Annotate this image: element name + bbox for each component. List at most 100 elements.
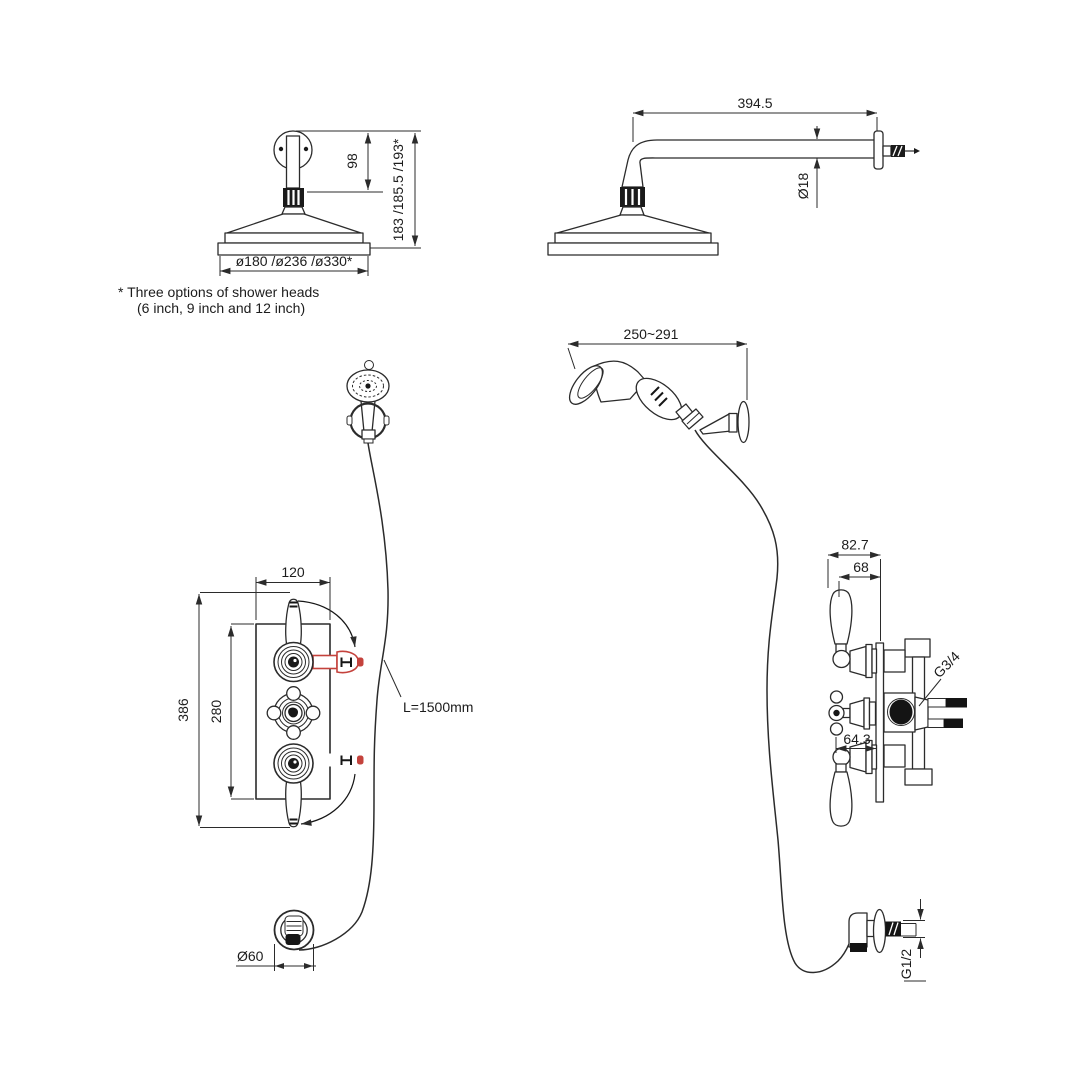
dim-lever-projection-label: 82.7 [841, 537, 868, 553]
note-line-1: * Three options of shower heads [118, 284, 319, 300]
dim-crosshead-projection-label: 64.3 [843, 731, 870, 747]
valve-body-rear-bottom [883, 744, 906, 768]
lever-handle-down-side [829, 771, 853, 827]
extension-line [903, 920, 925, 938]
alt-lever-tip [357, 657, 364, 667]
holder-ring-tab [383, 415, 390, 426]
valve-collar-bottom [871, 744, 878, 770]
hose-length-label: L=1500mm [403, 699, 473, 715]
wall-outlet-side-view: G1/2 [848, 899, 926, 982]
shower-head-rim [224, 232, 364, 244]
valve-collar-top [871, 648, 878, 674]
extension-line [231, 623, 254, 800]
leader-line [918, 678, 942, 707]
shower-head-flare [226, 213, 362, 234]
wall-flange [873, 130, 884, 170]
handset-handle [360, 400, 376, 433]
screw [303, 146, 309, 152]
inlet-stud-thread [944, 718, 963, 728]
dim-plate-height-label: 280 [208, 700, 224, 724]
handset-nut [361, 429, 376, 440]
lever-tip-mark [289, 818, 298, 825]
holder-ring-tab [346, 415, 353, 426]
crosshead-lobe-top [829, 690, 844, 704]
valve-flange-mid [863, 697, 871, 730]
crosshead-lobe-bottom [829, 722, 844, 736]
handset-front-view [346, 360, 390, 444]
crosshead-lobe-e [305, 705, 321, 721]
extension-line [567, 347, 748, 400]
inlet-stud-thread [946, 698, 967, 708]
crosshead-center-side [833, 709, 840, 717]
outlet-elbow [848, 912, 868, 948]
brand-mark [650, 386, 668, 407]
lever-ball [832, 649, 851, 669]
thread-hatch [892, 145, 903, 157]
extension-line [200, 592, 290, 828]
dim-wall-reach-label: 250~291 [624, 326, 679, 342]
knob-center-dot [293, 760, 297, 764]
overhead-shower-front-view: 98 183 /185.5 /193* ø180 /ø236 /ø330* * … [118, 130, 421, 316]
dim-plate-width-label: 120 [281, 564, 305, 580]
swing-arc [297, 600, 357, 648]
screw [278, 146, 284, 152]
valve-cone-top [849, 645, 867, 677]
alt-lever-mark [340, 657, 352, 667]
dim-arm-diameter-label: Ø18 [795, 173, 811, 200]
arrow [304, 963, 313, 969]
valve-flange-top [865, 643, 873, 679]
riser-elbow-bottom [904, 768, 933, 786]
valve-collar-mid [868, 701, 877, 726]
inlet-stud [927, 718, 945, 728]
supply-pipe [901, 923, 917, 937]
crosshead-lobe-w [266, 705, 282, 721]
valve-front-view: 120 386 280 [175, 564, 365, 828]
shower-arm [621, 139, 878, 188]
alt-lever-shaft [312, 654, 338, 670]
hanging-hook [364, 360, 374, 370]
hose-connector [363, 438, 374, 444]
hose-connector-band [850, 943, 867, 952]
collar [882, 145, 892, 157]
extension-line [827, 559, 881, 641]
nut-highlight [287, 190, 300, 205]
handset-side-view: 250~291 [567, 326, 750, 444]
valve-side-view: 82.7 68 64.3 G3/4 [827, 537, 967, 827]
lever-handle-up [285, 598, 302, 653]
outlet-wall-flange [872, 908, 887, 954]
knob-center-dot [293, 658, 297, 663]
collar [281, 206, 306, 215]
thread-top-outlet-label: G3/4 [930, 648, 963, 681]
crosshead-lobe-n [286, 686, 301, 701]
bracket-wall-flange [737, 400, 750, 444]
bracket-cone [699, 412, 732, 435]
shower-arm [285, 135, 301, 189]
dim-head-diameter-label: ø180 /ø236 /ø330* [236, 253, 353, 269]
collar [619, 206, 645, 216]
valve-cone-mid [849, 699, 865, 728]
knob-center [288, 656, 299, 668]
shower-hose-side [694, 429, 850, 974]
nut-highlight [624, 189, 641, 205]
dim-total-height-label: 386 [175, 698, 191, 722]
leader-line [383, 659, 402, 698]
note-line-2: (6 inch, 9 inch and 12 inch) [137, 300, 305, 316]
arrow [275, 963, 284, 969]
shower-hose-front [298, 442, 389, 951]
wall-outlet-front-view: Ø60 [236, 909, 316, 971]
spigot-ridges [286, 921, 302, 931]
cartridge [889, 699, 913, 725]
handset-face-inner [577, 367, 604, 399]
riser-elbow-top [904, 638, 931, 658]
wall-arm-shower-side-view: 394.5 Ø18 [547, 95, 920, 256]
thread-hatch [888, 922, 899, 936]
lever-handle-down [285, 773, 302, 828]
swing-arc [300, 773, 356, 826]
knob-center [288, 758, 299, 769]
spigot-end [285, 934, 301, 945]
shower-head-rim-outer [217, 242, 371, 256]
shower-head-rim [554, 232, 712, 244]
hose-nut-line [686, 412, 700, 425]
